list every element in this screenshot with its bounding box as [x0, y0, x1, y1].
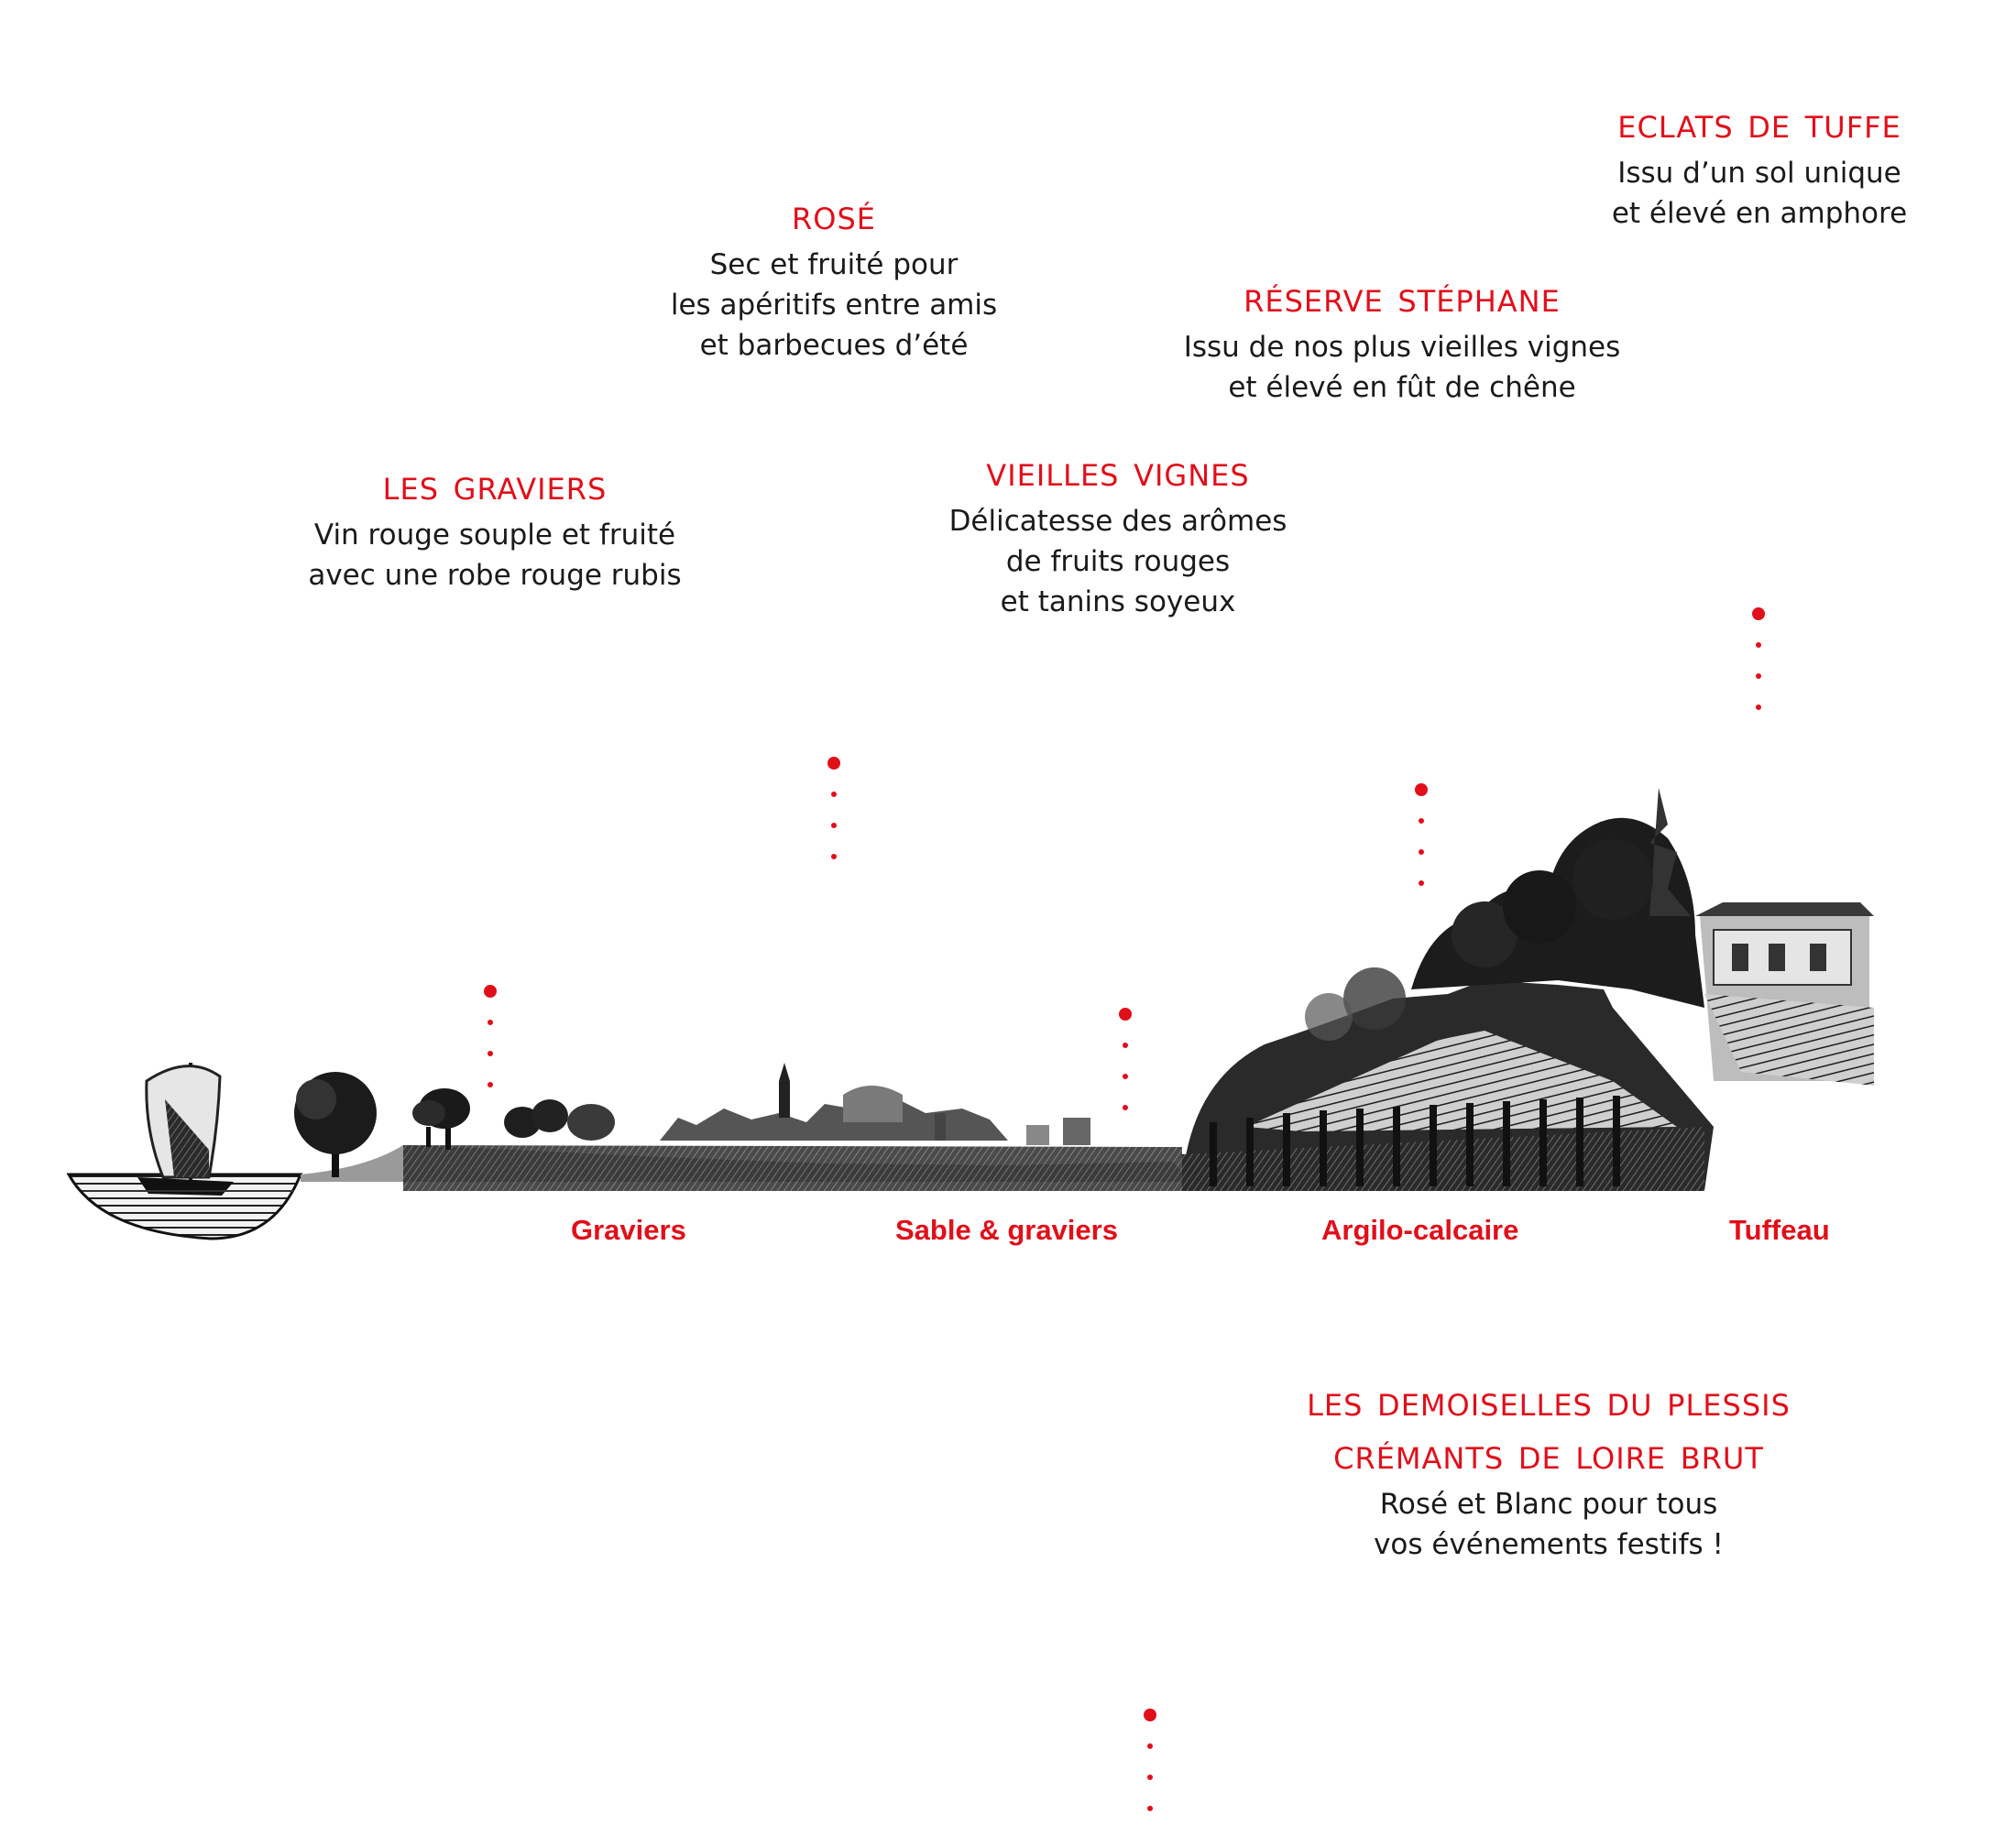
vineyard-icon [1182, 980, 1714, 1191]
wine-les-graviers: Les Graviers Vin rouge souple et fruité … [266, 458, 724, 595]
wine-description: Rosé et Blanc pour tous vos événements f… [1374, 1488, 1724, 1561]
wine-description: Issu de nos plus vieilles vignes et élev… [1183, 331, 1621, 404]
wine-subtitle: Crémants de Loire Brut [1333, 1429, 1764, 1479]
soil-label-graviers: Graviers [571, 1214, 686, 1246]
village-icon [660, 1063, 1090, 1145]
wine-title: Eclats de tuffe [1617, 98, 1901, 147]
wine-title: Réserve Stéphane [1244, 272, 1561, 322]
wine-title: Rosé [792, 190, 876, 239]
wine-vieilles-vignes: Vieilles Vignes Délicatesse des arômes d… [907, 444, 1329, 622]
wine-description: Sec et fruité pour les apéritifs entre a… [670, 248, 998, 362]
wine-description: Issu d’un sol unique et élevé en amphore [1611, 157, 1908, 230]
wine-description: Délicatesse des arômes de fruits rouges … [948, 505, 1287, 618]
soil-label-tuffeau: Tuffeau [1729, 1214, 1830, 1246]
wine-title: Vieilles Vignes [986, 446, 1250, 496]
soil-label-argilo-calcaire: Argilo-calcaire [1321, 1214, 1519, 1246]
forest-icon [1305, 788, 1704, 1041]
wine-demoiselles: Les Demoiselles du Plessis Crémants de L… [1191, 1374, 1906, 1565]
wine-description: Vin rouge souple et fruité avec une robe… [308, 519, 682, 592]
sailboat-icon [66, 1063, 303, 1240]
soil-label-sable-graviers: Sable & graviers [895, 1214, 1118, 1246]
tree-icon [294, 1072, 615, 1177]
wine-title: Les Graviers [382, 460, 608, 509]
wine-rose: Rosé Sec et fruité pour les apéritifs en… [623, 188, 1045, 366]
wine-reserve-stephane: Réserve Stéphane Issu de nos plus vieill… [1127, 270, 1677, 408]
wine-eclats-de-tuffe: Eclats de tuffe Issu d’un sol unique et … [1549, 96, 1970, 234]
chateau-icon [1695, 902, 1874, 1086]
wine-title: Les Demoiselles du Plessis [1307, 1376, 1791, 1425]
